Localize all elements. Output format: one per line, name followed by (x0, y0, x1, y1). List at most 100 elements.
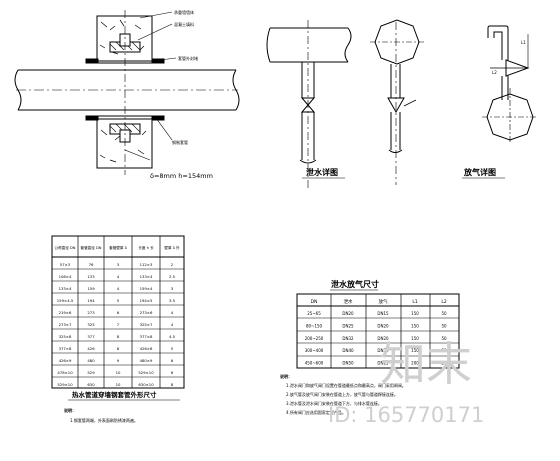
sleeve-table-cell: 630 (87, 382, 95, 387)
sleeve-table-cell: 194 (87, 298, 95, 303)
sleeve-table-cell: 426×9 (59, 358, 72, 363)
sleeve-table-cell: 377×8 (59, 346, 72, 351)
drain-caption: 泄水详图 (306, 167, 338, 177)
wall-label-3: 套管外封堵 (178, 55, 198, 61)
sleeve-table-cell: 133 (87, 274, 95, 279)
vent-table-grid (296, 289, 460, 369)
sleeve-table-cell: 8 (117, 334, 120, 339)
watermark-id: ID: 165770171 (328, 403, 484, 427)
sleeve-table-cell: 325 (87, 322, 95, 327)
vent-table-cell: 150 (411, 336, 419, 341)
vent-table-cell: DN25 (377, 361, 389, 366)
sleeve-note-line-1: 1.钢套管两端，外表面刷防锈漆两遍。 (70, 417, 138, 423)
vent-table-cell: DN25 (342, 323, 354, 328)
vent-table-cell: 25~65 (307, 311, 321, 316)
vent-table-cell: DN50 (342, 361, 354, 366)
sleeve-table-cell: 76 (89, 262, 94, 267)
sleeve-table-cell: 159×4.5 (57, 298, 74, 303)
sleeve-table-cell: 57×3 (60, 262, 71, 267)
vent-table-cell: 50 (441, 311, 447, 316)
sleeve-table-cell: 630×10 (138, 382, 154, 387)
sleeve-table-cell: 529 (87, 370, 95, 375)
sleeve-table-cell: 4 (171, 310, 174, 315)
vent-note-line-1: 1.泄水阀门和放气阀门设置在管道最低点和最高点，阀门采用闸阀。 (286, 382, 406, 388)
sleeve-table-caption: 热水管道穿墙钢套管外形尺寸 (72, 390, 157, 399)
sleeve-note-title: 说明： (64, 407, 76, 413)
sleeve-table-cell: 159 (87, 286, 95, 291)
vent-table-cell: DN32 (342, 336, 354, 341)
sleeve-table-cell: 529×10 (138, 370, 154, 375)
vent-table-header: DN (311, 299, 318, 305)
sleeve-table-cell: 325×8 (59, 334, 72, 339)
sleeve-table-cell: 8 (171, 382, 174, 387)
sleeve-table-cell: 159×4 (140, 286, 153, 291)
vent-table-header: L1 (412, 299, 418, 305)
sleeve-table-cell: 133×4 (140, 274, 153, 279)
sleeve-table-cell: 6 (171, 370, 174, 375)
sleeve-table-cell: 133×4 (59, 286, 72, 291)
sleeve-table-cell: 325×7 (140, 322, 153, 327)
sleeve-table-cell: 2.5 (169, 274, 176, 279)
watermark-brand: 知末 (380, 337, 472, 391)
vent-table-cell: DN40 (342, 348, 354, 353)
sleeve-table-cell: 273×6 (140, 310, 153, 315)
vent-detail (462, 25, 536, 179)
vent-caption: 放气详图 (463, 167, 496, 177)
wall-label-4: 钢制套管 (172, 139, 188, 145)
sleeve-table-cell: 4 (117, 286, 120, 291)
wall-label-2: 混凝土填料 (174, 21, 194, 27)
sleeve-table-cell: 529×10 (57, 382, 73, 387)
vent-table-cell: DN20 (377, 323, 389, 328)
sleeve-table-cell: 4 (171, 322, 174, 327)
vent-table-cell: 50 (441, 336, 447, 341)
sleeve-table-cell: 6 (117, 310, 120, 315)
vent-table-cell: 50 (441, 323, 447, 328)
drain-detail (266, 19, 424, 190)
vent-note-title: 说明： (280, 373, 292, 379)
sleeve-table-cell: 273×7 (59, 322, 72, 327)
sleeve-table-cell: 219×6 (59, 310, 72, 315)
vent-note-line-2: 2.放气管及放气阀门安装在管道上方，放气管与管道焊接连接。 (286, 391, 398, 397)
vent-note-line-3: 3.泄水管及泄水阀门安装在管道下方，与排水管连接。 (286, 400, 382, 406)
sleeve-table-cell: 480 (87, 358, 95, 363)
sleeve-table-header: 套管壁厚 δ (109, 245, 127, 250)
wall-label-1: 承重墙墙体 (174, 9, 194, 15)
sleeve-table-cell: 377×8 (140, 334, 153, 339)
vent-table-cell: 150 (411, 323, 419, 328)
wall-sleeve-detail (14, 10, 240, 175)
wall-dimension: δ=8mm h=154mm (150, 172, 213, 180)
vent-table-cell: 150 (411, 311, 419, 316)
sleeve-table-cell: 3 (171, 286, 174, 291)
sleeve-table-grid (51, 235, 185, 401)
sleeve-table-cell: 3.5 (169, 298, 176, 303)
sleeve-table-header: 公称直径 DN (55, 245, 76, 250)
sleeve-table-cell: 194×5 (140, 298, 153, 303)
sleeve-table-cell: 10 (116, 382, 121, 387)
vent-table-title: 泄水放气尺寸 (331, 279, 379, 289)
vent-table-header: 泄水 (344, 298, 353, 305)
sleeve-table-cell: 480×9 (140, 358, 153, 363)
sleeve-table-cell: 5 (117, 298, 120, 303)
vent-table-cell: DN25 (377, 348, 389, 353)
vent-table-cell: DN20 (377, 336, 389, 341)
sleeve-table-cell: 273 (87, 310, 95, 315)
sleeve-table-cell: 478×10 (57, 370, 73, 375)
sleeve-table-cell: 4 (117, 274, 120, 279)
sleeve-table-cell: 112×3 (140, 262, 153, 267)
vent-note-line-4: 4.所有阀门应选用国家定型产品。 (286, 409, 346, 415)
sleeve-table-cell: 4.5 (169, 334, 176, 339)
sleeve-table-cell: 108×4 (59, 274, 72, 279)
vent-dim-l1: L1 (521, 40, 526, 45)
sleeve-table-cell: 377 (87, 334, 95, 339)
sleeve-table-cell: 7 (117, 322, 120, 327)
sleeve-table-cell: 5 (171, 346, 174, 351)
sleeve-table-cell: 2 (171, 262, 174, 267)
vent-table-cell: 50 (441, 361, 447, 366)
vent-table-cell: 200 (411, 361, 419, 366)
sleeve-table-cell: 426 (87, 346, 95, 351)
sleeve-table-cell: 8 (117, 346, 120, 351)
vent-dim-l2: L2 (492, 70, 497, 75)
